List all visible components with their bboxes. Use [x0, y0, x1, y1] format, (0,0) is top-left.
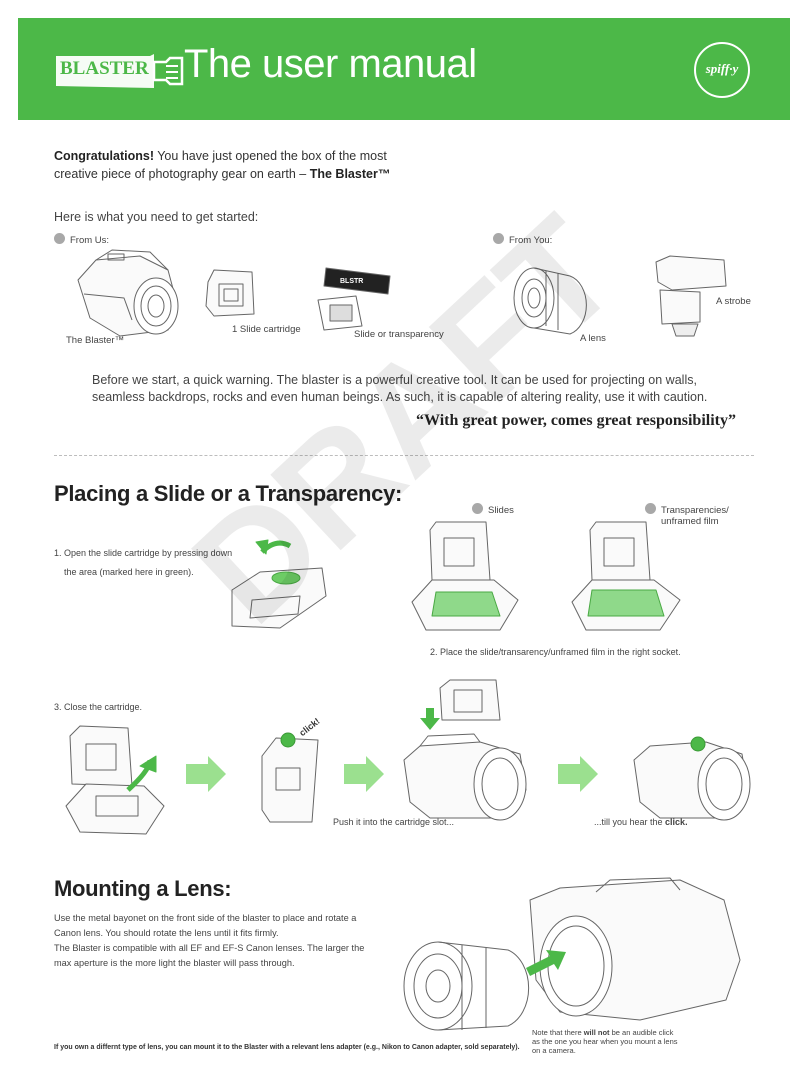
getting-started-heading: Here is what you need to get started: — [54, 210, 259, 224]
bullet-icon — [493, 233, 504, 244]
closing-cartridge-icon — [65, 725, 165, 835]
closed-cartridge-icon — [261, 732, 319, 823]
header-banner: BLASTER The user manual spiff·y — [18, 18, 790, 120]
mounting-paragraph: Use the metal bayonet on the front side … — [54, 911, 384, 971]
transparencies-label: Transparencies/ — [645, 503, 729, 516]
item-strobe-label: A strobe — [716, 296, 751, 307]
hear-text-bold: click. — [665, 817, 688, 827]
from-us-label: From Us: — [54, 233, 109, 246]
item-blaster-label: The Blaster™ — [66, 335, 125, 346]
footnote: If you own a differnt type of lens, you … — [54, 1044, 520, 1051]
logo-text: BLASTER — [60, 58, 149, 79]
transparencies-text: Transparencies/ — [661, 505, 729, 516]
from-you-label: From You: — [493, 233, 552, 246]
mounting-p1: Use the metal bayonet on the front side … — [54, 913, 357, 938]
blaster-device-side-icon — [403, 733, 527, 821]
bullet-icon — [54, 233, 65, 244]
slides-text: Slides — [488, 505, 514, 516]
cartridge-above-device-icon — [439, 679, 501, 721]
step1-line1: 1. Open the slide cartridge by pressing … — [54, 548, 233, 558]
slide-cartridge-icon — [205, 269, 255, 317]
step3-text: 3. Close the cartridge. — [54, 702, 143, 712]
mount-arrow-icon — [526, 950, 566, 976]
blaster-device-side-click-icon — [633, 736, 751, 821]
bullet-icon — [645, 503, 656, 514]
mounting-lens-icon — [403, 941, 530, 1031]
section-divider — [54, 455, 754, 456]
mounting-title: Mounting a Lens: — [54, 876, 232, 901]
hear-text-body: ...till you hear the — [594, 817, 666, 827]
hear-text: ...till you hear the click. — [594, 817, 688, 827]
note-bold: will not — [583, 1028, 610, 1037]
page-title: The user manual — [184, 42, 477, 86]
open-cartridge-transparencies-icon — [571, 521, 681, 631]
quote-text: “With great power, comes great responsib… — [416, 412, 736, 429]
intro-text: Congratulations! You have just opened th… — [54, 147, 414, 183]
bullet-icon — [472, 503, 483, 514]
intro-product: The Blaster™ — [309, 167, 391, 181]
svg-text:BLSTR: BLSTR — [340, 278, 363, 285]
arrow-down-icon — [420, 708, 440, 730]
item-lens-label: A lens — [580, 333, 606, 344]
item-slide-label: Slide or transparency — [354, 329, 444, 340]
congrats-label: Congratulations! — [54, 149, 154, 163]
blaster-device-icon — [77, 249, 179, 337]
step1-line2: the area (marked here in green). — [64, 567, 194, 577]
brand-name: spiff·y — [705, 61, 739, 76]
arrow-right-icon — [344, 756, 384, 792]
mounting-p2: The Blaster is compatible with all EF an… — [54, 943, 365, 968]
from-you-text: From You: — [509, 235, 553, 246]
intro-body: You have just opened the box of the most… — [54, 149, 387, 181]
transparencies-label-line2: unframed film — [661, 516, 719, 527]
push-text: Push it into the cartridge slot... — [333, 817, 455, 827]
warning-text: Before we start, a quick warning. The bl… — [92, 373, 708, 404]
brand-badge: spiff·y — [694, 42, 750, 98]
note-post: be an audible click as the one you hear … — [532, 1028, 678, 1055]
slides-label: Slides — [472, 503, 514, 516]
placing-title: Placing a Slide or a Transparency: — [54, 481, 403, 506]
slide-icon: BLSTR — [317, 267, 391, 331]
note-pre: Note that there — [532, 1028, 584, 1037]
arrow-right-icon — [558, 756, 598, 792]
arrow-right-icon — [186, 756, 226, 792]
lens-icon — [513, 267, 587, 335]
open-cartridge-slides-icon — [411, 521, 519, 631]
step2-text: 2. Place the slide/transarency/unframed … — [430, 647, 681, 657]
mounting-blaster-icon — [529, 877, 741, 1021]
step1-cartridge-icon — [231, 567, 327, 629]
mount-note: Note that there will not be an audible c… — [532, 1028, 682, 1055]
item-cartridge-label: 1 Slide cartridge — [232, 324, 301, 335]
blaster-logo-icon — [56, 54, 184, 88]
from-us-text: From Us: — [70, 235, 110, 246]
click-label: click! — [297, 715, 322, 739]
